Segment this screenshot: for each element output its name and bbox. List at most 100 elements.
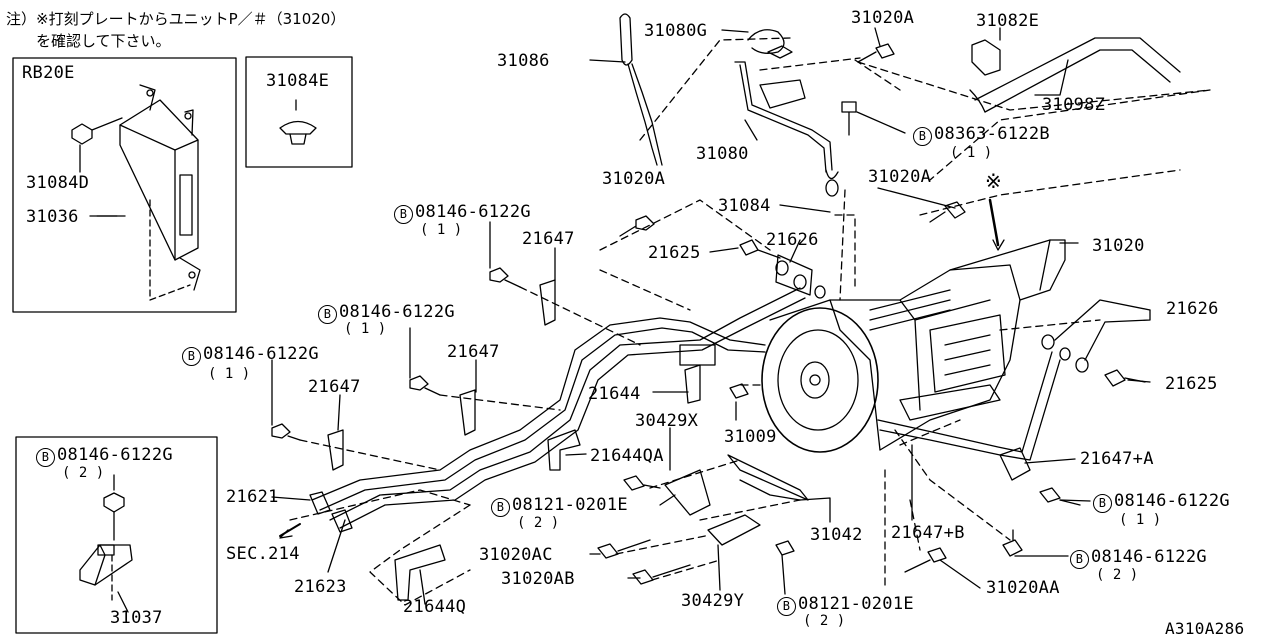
quantity-08146-a: ( 1 ) — [420, 222, 463, 238]
quantity-08363: ( 1 ) — [950, 145, 993, 161]
part-label-31020a-right[interactable]: 31020A — [868, 167, 932, 187]
quantity-08146-f: ( 2 ) — [1096, 567, 1139, 583]
inset-box-rb20e — [12, 57, 237, 313]
leader-lines — [96, 27, 1151, 605]
quantity-08121-b: ( 2 ) — [803, 613, 846, 629]
dipstick-drawing — [619, 13, 663, 166]
part-number: 08146-6122G — [203, 344, 319, 364]
bolt-symbol-icon: B — [1070, 550, 1089, 569]
bolt-symbol-icon: B — [777, 597, 796, 616]
quantity-08146-d: ( 2 ) — [62, 465, 105, 481]
part-label-21625-b[interactable]: 21625 — [1165, 374, 1218, 394]
unit-note: 注）※打刻プレートからユニットP／＃（31020） を確認して下さい。 — [6, 8, 345, 52]
inset-title-rb20e: RB20E — [22, 63, 75, 83]
bolt-symbol-icon: B — [913, 127, 932, 146]
hose-31098z-drawing — [969, 37, 1181, 113]
inset-box-31037 — [15, 436, 218, 634]
part-label-31020a-mid[interactable]: 31020A — [602, 169, 666, 189]
quantity-08146-b: ( 1 ) — [344, 321, 387, 337]
part-label-21644[interactable]: 21644 — [588, 384, 641, 404]
sensor-31037-drawing — [79, 474, 133, 613]
dashed-guides — [289, 37, 1211, 606]
part-label-31084[interactable]: 31084 — [718, 196, 771, 216]
control-unit-drawing — [71, 84, 201, 301]
part-label-31036[interactable]: 31036 — [26, 207, 79, 227]
part-number: 08363-6122B — [934, 124, 1050, 144]
part-label-31084d[interactable]: 31084D — [26, 173, 90, 193]
asterisk-mark: ※ — [985, 169, 1003, 193]
bolt-symbol-icon: B — [491, 498, 510, 517]
bolt-symbol-icon: B — [394, 205, 413, 224]
part-label-21625-a[interactable]: 21625 — [648, 243, 701, 263]
brackets-drawing — [327, 279, 1031, 601]
part-number: 08146-6122G — [57, 445, 173, 465]
dipstick-tube-drawing — [734, 45, 839, 197]
part-label-21647-plus-b[interactable]: 21647+B — [891, 523, 965, 543]
part-label-21644q[interactable]: 21644Q — [403, 597, 467, 617]
part-label-30429x[interactable]: 30429X — [635, 411, 699, 431]
inset-box-31084e — [245, 56, 353, 168]
bolt-symbol-icon: B — [1093, 494, 1112, 513]
part-number: 08121-0201E — [798, 594, 914, 614]
part-number: 08121-0201E — [512, 495, 628, 515]
part-label-31020aa[interactable]: 31020AA — [986, 578, 1060, 598]
part-label-21621[interactable]: 21621 — [226, 487, 279, 507]
quantity-08146-e: ( 1 ) — [1119, 512, 1162, 528]
part-label-31084e[interactable]: 31084E — [266, 71, 330, 91]
bolt-symbol-icon: B — [318, 305, 337, 324]
part-label-21623[interactable]: 21623 — [294, 577, 347, 597]
part-label-31080[interactable]: 31080 — [696, 144, 749, 164]
mount-brackets-drawing — [664, 454, 809, 546]
part-label-31020[interactable]: 31020 — [1092, 236, 1145, 256]
part-number: 08146-6122G — [1091, 547, 1207, 567]
part-label-31080g[interactable]: 31080G — [644, 21, 708, 41]
diagram-id: A310A286 — [1165, 619, 1245, 638]
part-label-21647-a[interactable]: 21647 — [522, 229, 575, 249]
bolt-08363-drawing — [841, 101, 857, 136]
cooler-pipes-drawing — [309, 287, 1071, 533]
bolt-symbol-icon: B — [36, 448, 55, 467]
washers-drawing — [775, 254, 1089, 373]
part-label-21626-b[interactable]: 21626 — [1166, 299, 1219, 319]
transmission-drawing — [761, 239, 1066, 453]
part-number: 08146-6122G — [339, 302, 455, 322]
part-label-31082e[interactable]: 31082E — [976, 11, 1040, 31]
part-label-21647-b[interactable]: 21647 — [447, 342, 500, 362]
part-label-21647-plus-a[interactable]: 21647+A — [1080, 449, 1154, 469]
part-label-21644qa[interactable]: 21644QA — [590, 446, 664, 466]
part-number: 08146-6122G — [415, 202, 531, 222]
part-label-sec214[interactable]: SEC.214 — [226, 544, 300, 564]
bolt-31020a-top-drawing — [857, 43, 895, 63]
quantity-08121-a: ( 2 ) — [517, 515, 560, 531]
part-label-21647-c[interactable]: 21647 — [308, 377, 361, 397]
part-label-31009[interactable]: 31009 — [724, 427, 777, 447]
part-number: 08146-6122G — [1114, 491, 1230, 511]
part-label-31098z[interactable]: 31098Z — [1042, 95, 1106, 115]
clamp-31080g-drawing — [747, 29, 785, 54]
part-label-31020ac[interactable]: 31020AC — [479, 545, 553, 565]
part-label-21626-a[interactable]: 21626 — [766, 230, 819, 250]
note-line-2: を確認して下さい。 — [6, 32, 171, 50]
part-label-30429y[interactable]: 30429Y — [681, 591, 745, 611]
note-line-1: 注）※打刻プレートからユニットP／＃（31020） — [6, 10, 346, 28]
part-label-31037[interactable]: 31037 — [110, 608, 163, 628]
quantity-08146-c: ( 1 ) — [208, 366, 251, 382]
part-label-31086[interactable]: 31086 — [497, 51, 550, 71]
bolt-symbol-icon: B — [182, 347, 201, 366]
part-label-31042[interactable]: 31042 — [810, 525, 863, 545]
clip-31084e-drawing — [279, 99, 317, 145]
bolts-drawing — [271, 201, 1146, 585]
part-label-31020ab[interactable]: 31020AB — [501, 569, 575, 589]
part-label-31020a-top[interactable]: 31020A — [851, 8, 915, 28]
